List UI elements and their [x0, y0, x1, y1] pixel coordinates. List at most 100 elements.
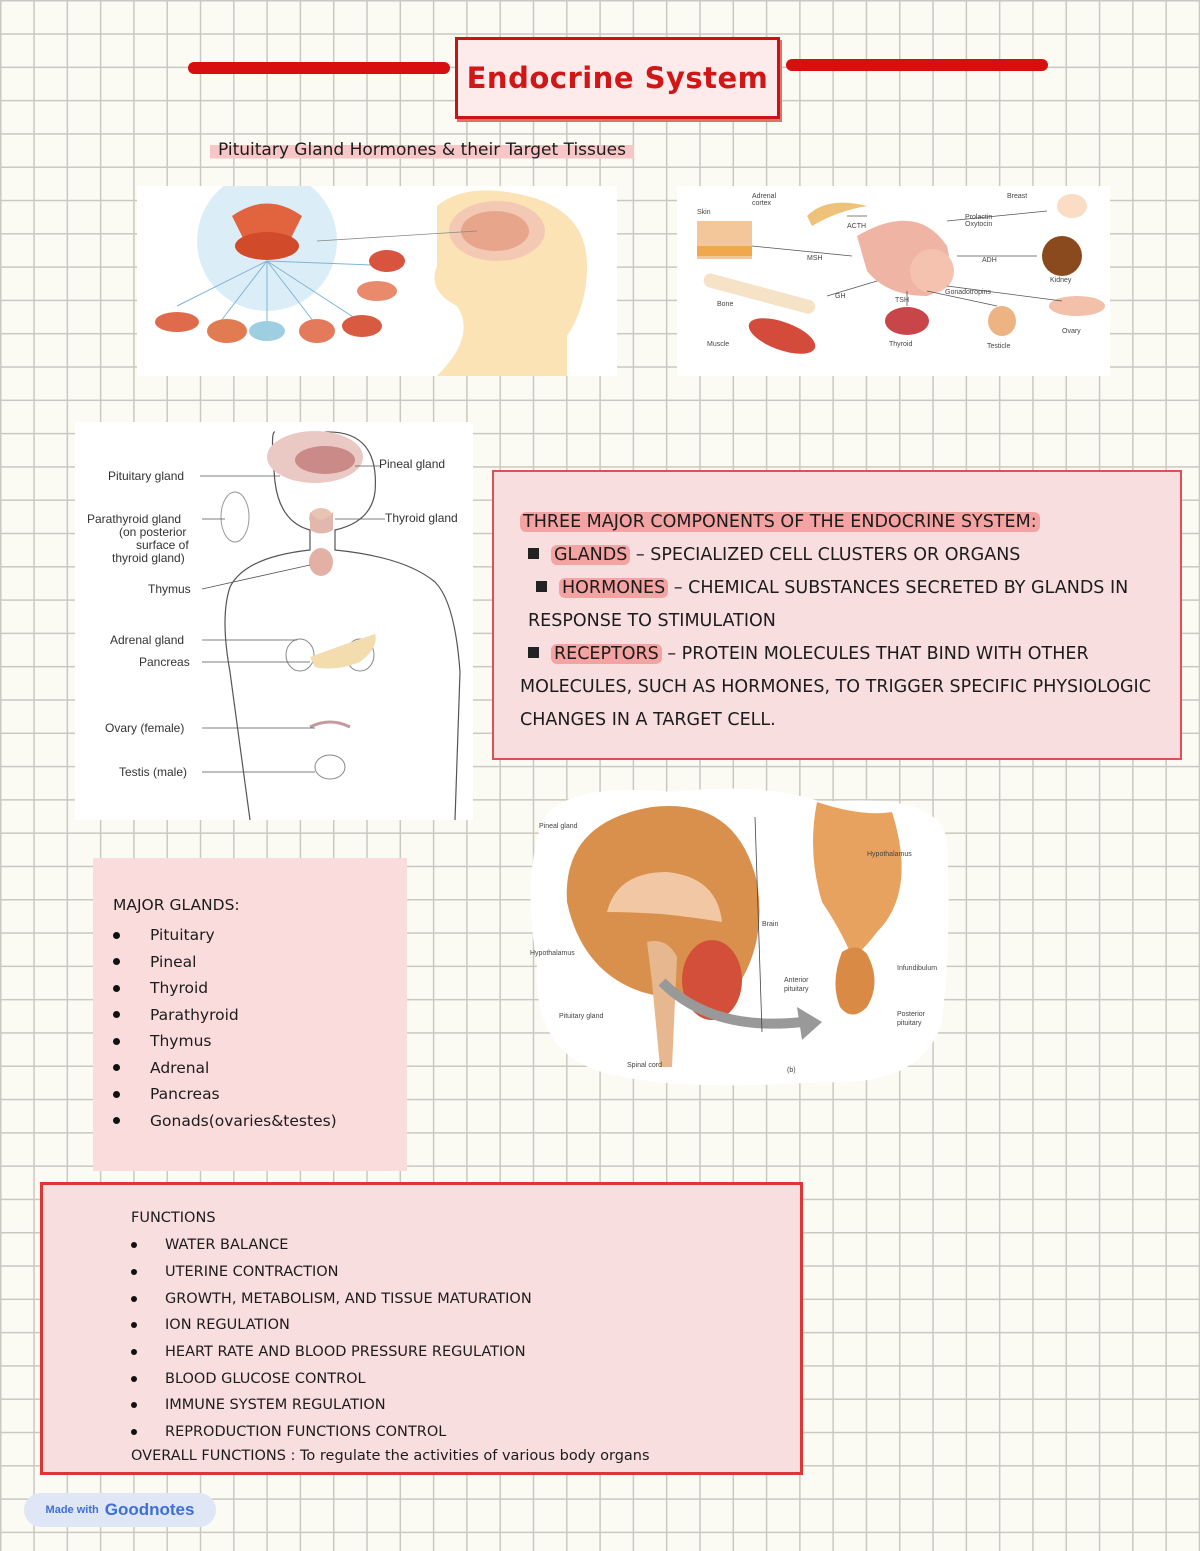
bullet-dot-icon [113, 931, 120, 939]
svg-text:Hypothalamus: Hypothalamus [867, 851, 912, 858]
component-desc: – SPECIALIZED CELL CLUSTERS OR ORGANS [630, 545, 1021, 565]
svg-text:Pineal gland: Pineal gland [539, 823, 578, 830]
major-glands-list: Pituitary Pineal Thyroid Parathyroid Thy… [113, 922, 387, 1134]
list-item: Parathyroid [113, 1002, 387, 1029]
svg-text:Adrenal gland: Adrenal gland [110, 633, 184, 647]
bullet-square-icon [528, 548, 539, 559]
list-item: ION REGULATION [131, 1312, 800, 1339]
bullet-dot-icon [131, 1242, 137, 1249]
svg-text:MSH: MSH [807, 255, 823, 262]
svg-text:cortex: cortex [752, 200, 772, 207]
svg-text:Parathyroid gland: Parathyroid gland [87, 512, 181, 526]
svg-text:Adrenal: Adrenal [752, 193, 777, 200]
component-item: GLANDS – SPECIALIZED CELL CLUSTERS OR OR… [520, 539, 1160, 572]
svg-text:pituitary: pituitary [897, 1020, 922, 1027]
list-item: Thymus [113, 1028, 387, 1055]
svg-text:pituitary: pituitary [784, 986, 809, 993]
functions-list: WATER BALANCE UTERINE CONTRACTION GROWTH… [131, 1232, 800, 1446]
badge-brand: Goodnotes [104, 1500, 195, 1519]
svg-text:Bone: Bone [717, 301, 733, 308]
title-rule-left [188, 62, 450, 74]
svg-text:Muscle: Muscle [707, 341, 729, 348]
svg-text:Pituitary gland: Pituitary gland [108, 469, 184, 483]
major-glands-heading: MAJOR GLANDS: [113, 896, 240, 914]
list-item: UTERINE CONTRACTION [131, 1259, 800, 1286]
svg-text:Pancreas: Pancreas [139, 655, 190, 669]
svg-text:Ovary: Ovary [1062, 328, 1081, 335]
svg-text:GH: GH [835, 293, 846, 300]
component-item: RECEPTORS – PROTEIN MOLECULES THAT BIND … [520, 638, 1160, 737]
svg-text:ADH: ADH [982, 257, 997, 264]
title-box: Endocrine System [455, 37, 780, 119]
svg-text:Breast: Breast [1007, 193, 1027, 200]
page-title: Endocrine System [466, 61, 769, 95]
made-with-goodnotes-badge[interactable]: Made with Goodnotes [24, 1493, 216, 1527]
component-term: GLANDS [551, 545, 631, 565]
bullet-dot-icon [113, 1117, 120, 1125]
components-panel: THREE MAJOR COMPONENTS OF THE ENDOCRINE … [492, 470, 1182, 760]
list-item: IMMUNE SYSTEM REGULATION [131, 1392, 800, 1419]
svg-text:Pineal gland: Pineal gland [379, 457, 445, 471]
component-desc: – PROTEIN MOLECULES THAT BIND WITH OTHER… [520, 644, 1151, 730]
component-desc: – CHEMICAL SUBSTANCES SECRETED BY GLANDS… [528, 578, 1129, 631]
bullet-dot-icon [113, 1011, 120, 1019]
components-heading: THREE MAJOR COMPONENTS OF THE ENDOCRINE … [520, 506, 1160, 539]
svg-text:Prolactin: Prolactin [965, 214, 992, 221]
brain-pituitary-illustration: Pineal gland Brain Hypothalamus Anterior… [530, 788, 949, 1086]
bullet-dot-icon [113, 1064, 120, 1072]
svg-text:Gonadotropins: Gonadotropins [945, 289, 991, 296]
component-term: HORMONES [559, 578, 669, 598]
component-item: HORMONES – CHEMICAL SUBSTANCES SECRETED … [520, 572, 1160, 638]
svg-text:Hypothalamus: Hypothalamus [530, 950, 575, 957]
component-term: RECEPTORS [551, 644, 662, 664]
svg-text:Thyroid: Thyroid [889, 341, 912, 348]
svg-text:Posterior: Posterior [897, 1011, 926, 1018]
svg-text:Infundibulum: Infundibulum [897, 965, 937, 972]
major-glands-panel: MAJOR GLANDS: Pituitary Pineal Thyroid P… [93, 858, 407, 1171]
list-item: Pineal [113, 949, 387, 976]
endocrine-body-diagram: Pituitary gland Pineal gland Parathyroid… [75, 422, 473, 820]
list-item: Thyroid [113, 975, 387, 1002]
bullet-square-icon [528, 647, 539, 658]
list-item: HEART RATE AND BLOOD PRESSURE REGULATION [131, 1339, 800, 1366]
functions-heading: FUNCTIONS [131, 1210, 216, 1226]
svg-text:Skin: Skin [697, 209, 711, 216]
title-rule-right [786, 59, 1048, 71]
svg-text:Brain: Brain [762, 921, 778, 928]
svg-text:(b): (b) [787, 1067, 796, 1074]
bullet-dot-icon [113, 1037, 120, 1045]
svg-text:(on posterior: (on posterior [119, 525, 186, 539]
svg-text:Pituitary gland: Pituitary gland [559, 1013, 603, 1020]
bullet-dot-icon [131, 1269, 137, 1276]
svg-text:Ovary (female): Ovary (female) [105, 721, 184, 735]
brain-pituitary-image: Pineal gland Brain Hypothalamus Anterior… [522, 782, 952, 1092]
pituitary-targets-illustration [155, 186, 587, 376]
functions-panel: FUNCTIONS WATER BALANCE UTERINE CONTRACT… [40, 1182, 803, 1475]
svg-text:TSH: TSH [895, 297, 909, 304]
list-item: Adrenal [113, 1055, 387, 1082]
svg-text:Anterior: Anterior [784, 977, 809, 984]
badge-prefix: Made with [45, 1504, 99, 1516]
svg-text:Thyroid gland: Thyroid gland [385, 511, 458, 525]
bullet-square-icon [536, 581, 547, 592]
svg-text:Spinal cord: Spinal cord [627, 1062, 662, 1069]
bullet-dot-icon [113, 984, 120, 992]
svg-text:thyroid gland): thyroid gland) [112, 551, 185, 565]
svg-text:Testis (male): Testis (male) [119, 765, 187, 779]
pituitary-targets-image [137, 186, 617, 376]
svg-text:ACTH: ACTH [847, 223, 866, 230]
svg-text:Thymus: Thymus [148, 582, 191, 596]
page-subtitle: Pituitary Gland Hormones & their Target … [210, 138, 634, 162]
svg-text:Testicle: Testicle [987, 343, 1010, 350]
list-item: WATER BALANCE [131, 1232, 800, 1259]
bullet-dot-icon [131, 1322, 137, 1329]
bullet-dot-icon [131, 1295, 137, 1302]
svg-text:Oxytocin: Oxytocin [965, 221, 992, 228]
list-item: Gonads(ovaries&testes) [113, 1108, 387, 1135]
overall-functions: OVERALL FUNCTIONS : To regulate the acti… [131, 1447, 650, 1464]
list-item: Pituitary [113, 922, 387, 949]
list-item: REPRODUCTION FUNCTIONS CONTROL [131, 1419, 800, 1446]
bullet-dot-icon [131, 1402, 137, 1409]
bullet-dot-icon [131, 1349, 137, 1356]
